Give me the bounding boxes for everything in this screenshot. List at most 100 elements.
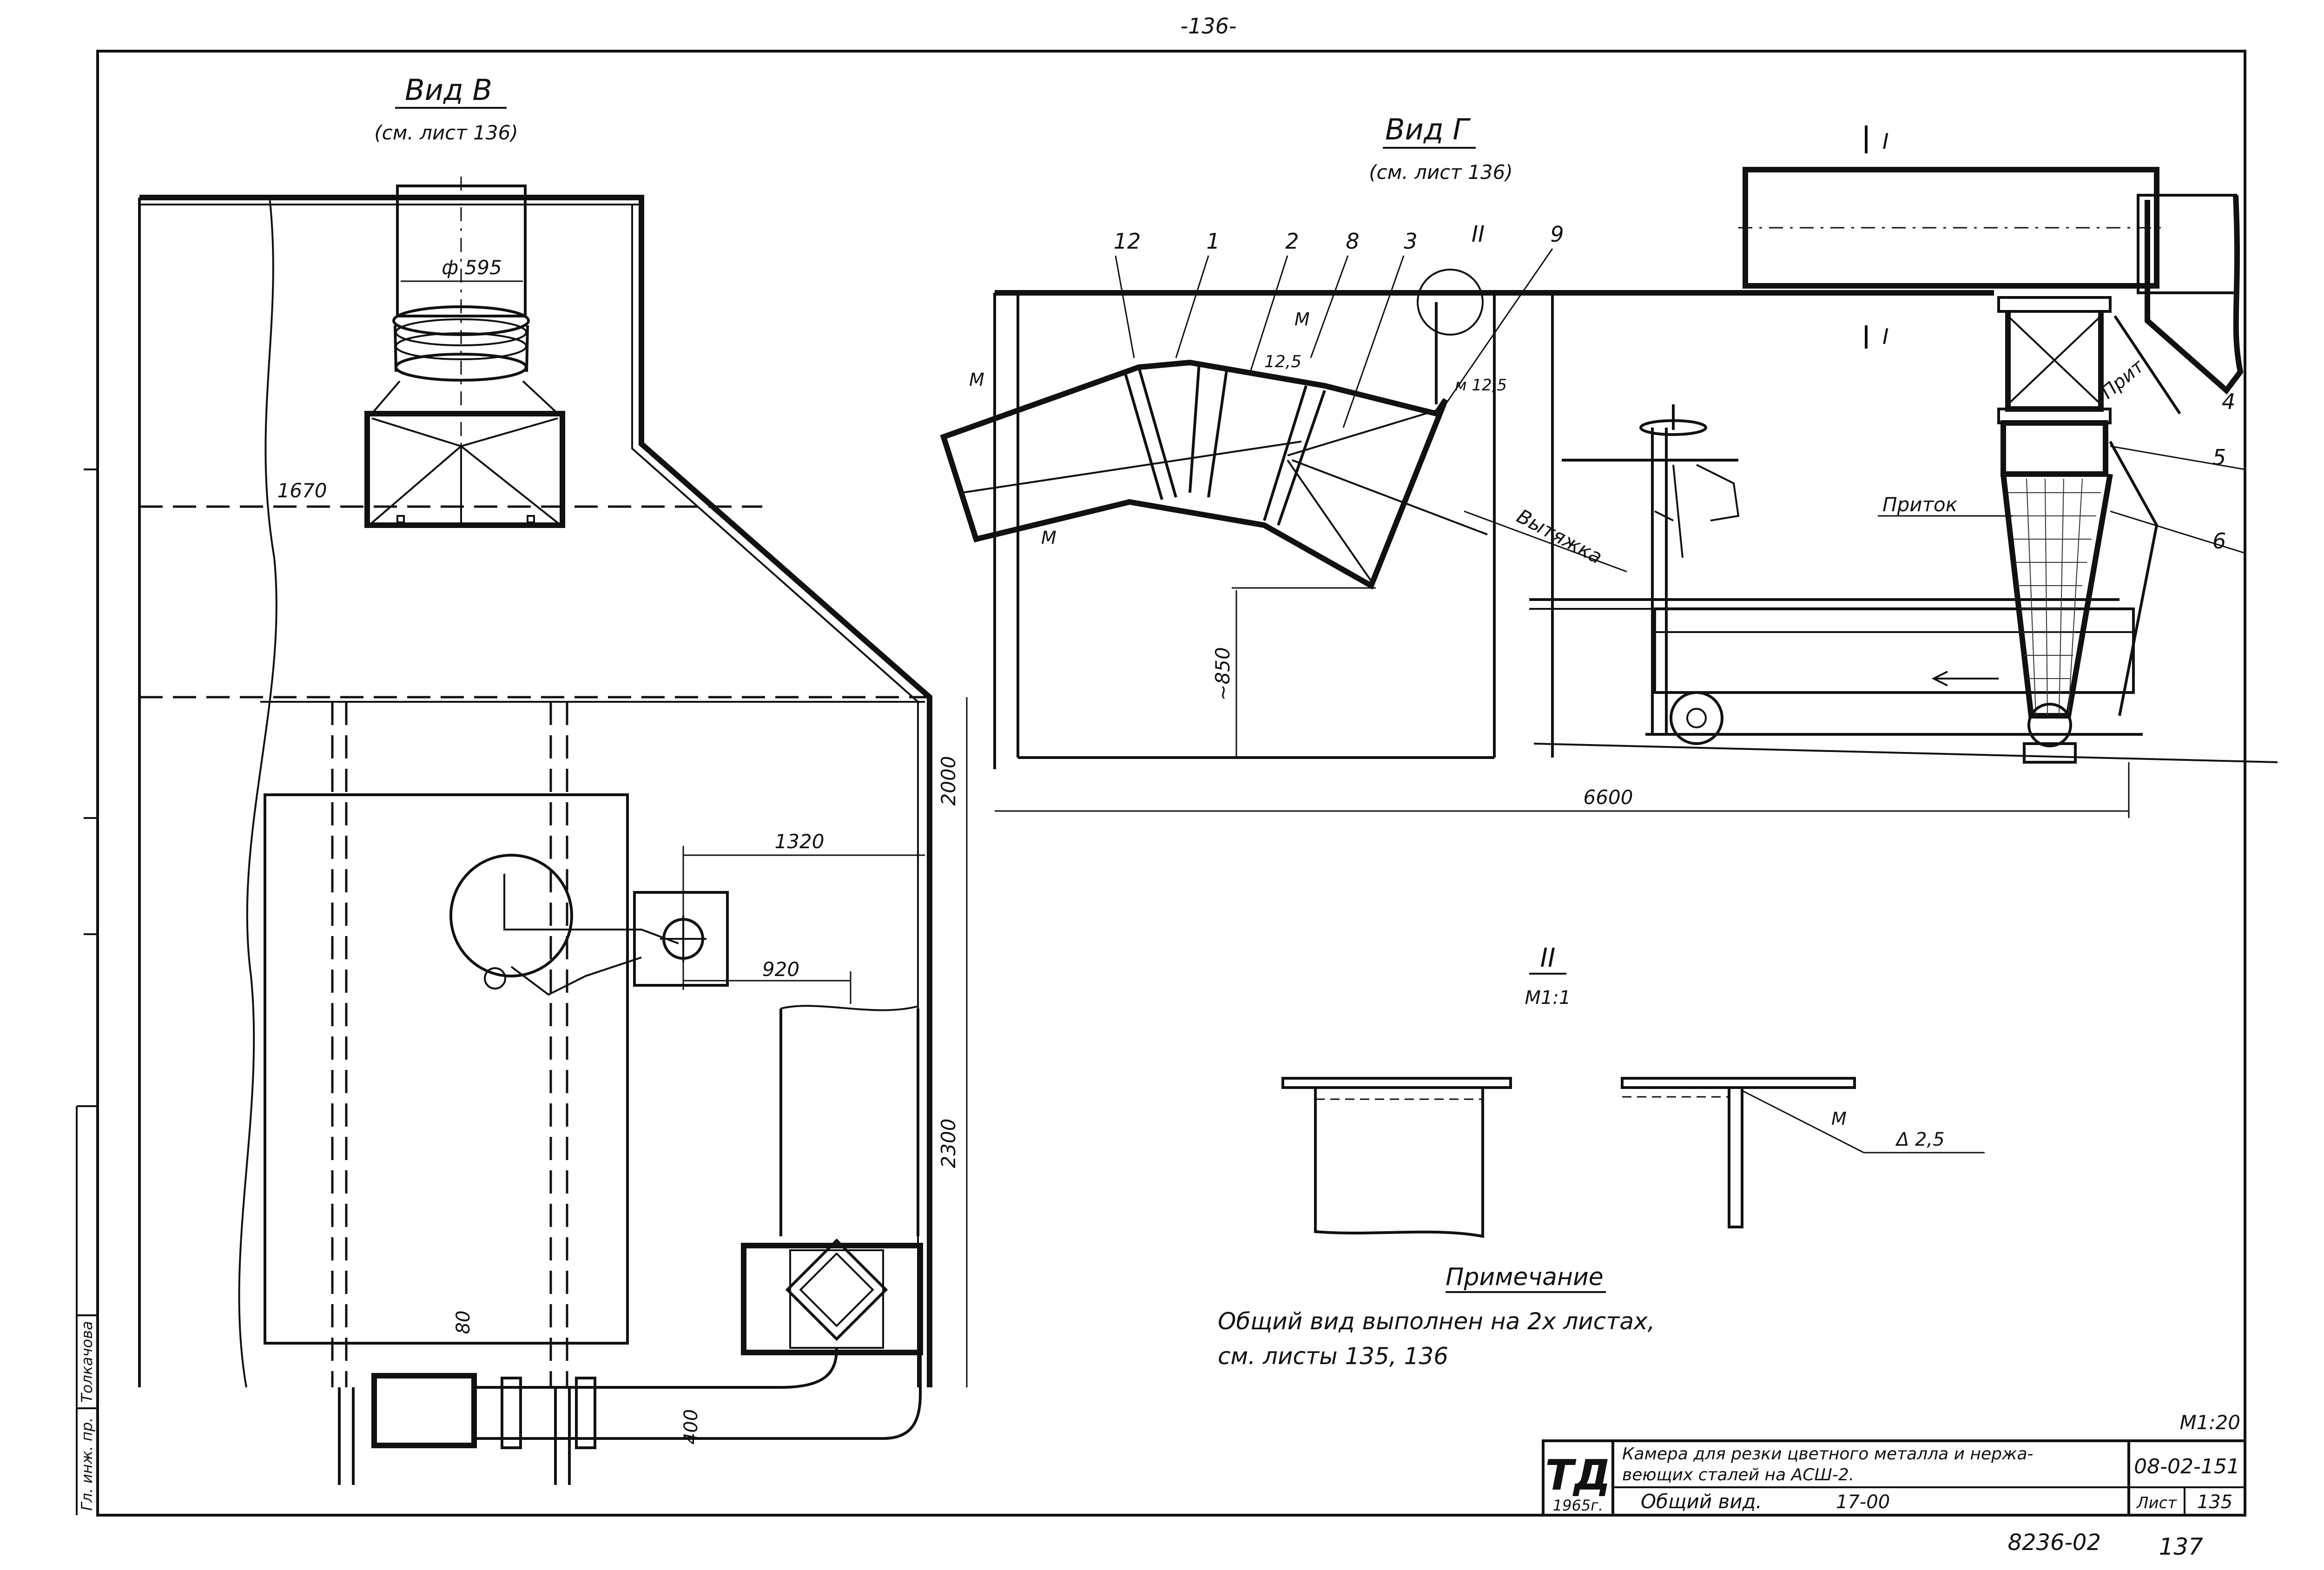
fan-flange (789, 1249, 884, 1349)
detail-left-body (1314, 1088, 1484, 1238)
side-stamp: Гл. инж. пр. Толкачова (76, 468, 98, 1515)
flange-left (394, 325, 397, 372)
callout-3: 3 (1404, 229, 1417, 254)
hood-inner-outline (631, 204, 919, 1387)
transition-lines (371, 380, 559, 524)
supply-cone (2000, 473, 2113, 719)
torch-head-circle (449, 854, 573, 977)
dim-400: 400 (680, 1409, 702, 1445)
supply-column-cross (2007, 315, 2102, 405)
dim-2300: 2300 (937, 1119, 960, 1168)
exhaust-duct-vertical (779, 1009, 919, 1236)
fan-diamond-outer (785, 1238, 888, 1341)
flange-right (525, 325, 529, 372)
carriage-arrow (1931, 671, 1999, 686)
label-supply-partial: Прит (2097, 355, 2149, 403)
title-block-scale: М1:20 (2179, 1411, 2240, 1434)
dim-850: ~850 (1211, 647, 1234, 700)
hood-outline (139, 195, 932, 1387)
detail-circle-ii (1417, 269, 1484, 336)
callout-6: 6 (2212, 528, 2226, 554)
view-g-reference: (см. лист 136) (1369, 161, 1512, 184)
label-exhaust-leader (1464, 510, 1627, 573)
callout-3-leader (1342, 255, 1405, 428)
supply-mesh (2008, 478, 2101, 716)
tb-sheet-number: 135 (2197, 1491, 2232, 1513)
drawing-frame (96, 50, 2246, 1517)
tb-sheet-label: Лист (2136, 1494, 2177, 1512)
callout-4: 4 (2222, 389, 2235, 414)
dim-6600: 6600 (1584, 786, 1633, 809)
transition-box (364, 411, 565, 528)
detail-right-stem (1728, 1086, 1743, 1228)
callout-1-leader (1175, 255, 1209, 358)
pipe-seam-1 (1123, 371, 1163, 500)
machine-carriage (1653, 607, 2135, 694)
callout-section-ii: II (1472, 221, 1485, 247)
fan-housing (741, 1243, 923, 1355)
detail-ii-scale: М1:1 (1525, 987, 1571, 1009)
weld-size-125: 12,5 (1264, 352, 1301, 371)
side-stamp-role: Гл. инж. пр. (78, 1418, 96, 1511)
exhaust-pipe-outer (940, 359, 1448, 590)
machine-table (264, 793, 629, 1345)
transition-bolt-l (396, 515, 405, 523)
view-b-title: Вид В (405, 73, 492, 107)
title-block-frame (1542, 1439, 2246, 1517)
pipe-seam-7 (962, 441, 1302, 494)
carriage-wheel-left-hub (1686, 708, 1707, 728)
callout-12: 12 (1114, 229, 1141, 254)
supply-duct-elbow-box (2137, 194, 2237, 294)
callout-8: 8 (1346, 229, 1359, 254)
detail-left-plate (1281, 1077, 1512, 1089)
detail-ii: II М1:1 М Δ 2,5 (1281, 943, 1985, 1238)
flange-ring-1 (392, 305, 530, 336)
weld-mark-left-bottom: М (1041, 528, 1056, 548)
bottom-duct-run (474, 1347, 922, 1440)
view-b: Вид В (см. лист 136) ф 595 1670 (138, 73, 968, 1485)
supply-deflector (2113, 315, 2181, 415)
bottom-duct-flange-1 (501, 1377, 522, 1449)
tb-title-line-2: веющих сталей на АСШ-2. (1622, 1465, 1854, 1484)
callout-6-leader (2110, 510, 2245, 554)
dim-1320: 1320 (775, 830, 825, 853)
side-stamp-name: Толкачова (78, 1321, 96, 1402)
supply-column-flange (1997, 296, 2112, 313)
callout-2: 2 (1285, 229, 1299, 254)
fan-diamond-inner (799, 1252, 874, 1327)
note-line-1: Общий вид выполнен на 2х листах, (1218, 1308, 1655, 1335)
view-b-reference: (см. лист 136) (374, 121, 518, 144)
tb-logo: ТД (1545, 1451, 1611, 1500)
dim-920: 920 (762, 958, 799, 981)
transition-bolt-r (527, 515, 535, 523)
tb-doc-number: 08-02-151 (2134, 1455, 2240, 1478)
dim-2000: 2000 (937, 756, 960, 806)
callout-1: 1 (1206, 229, 1220, 254)
bottom-archive-number: 8236-02 (2007, 1530, 2101, 1556)
weld-mark-left-top: М (969, 369, 984, 390)
callout-8-leader (1310, 255, 1349, 358)
bottom-page-number: 137 (2159, 1533, 2204, 1560)
torch-arm (503, 874, 679, 996)
section-mark-bottom-label: I (1882, 324, 1889, 349)
detail-weld-size: Δ 2,5 (1895, 1129, 1945, 1150)
title-block: М1:20 ТД 1965г. Камера для резки цветног… (1542, 1411, 2246, 1517)
tb-subtitle: Общий вид. (1641, 1490, 1762, 1513)
cone-lines (1287, 408, 1488, 582)
machine-bracket (1654, 464, 1740, 558)
pipe-seam-4 (1207, 367, 1228, 498)
torch-wheel (484, 967, 506, 989)
detail-weld-m: М (1831, 1108, 1847, 1129)
callout-12-leader (1115, 255, 1135, 358)
note-heading: Примечание (1446, 1263, 1604, 1291)
page-number: -136- (1181, 13, 1237, 39)
note: Примечание Общий вид выполнен на 2х лист… (1218, 1263, 1655, 1370)
callout-9: 9 (1550, 222, 1564, 247)
break-line (238, 197, 277, 1388)
dim-80: 80 (453, 1311, 474, 1334)
supply-column-lower-box (2000, 420, 2108, 477)
weld-mark-top: М (1294, 309, 1310, 330)
view-g-title: Вид Г (1385, 112, 1471, 146)
callout-9-leader (1445, 248, 1553, 405)
